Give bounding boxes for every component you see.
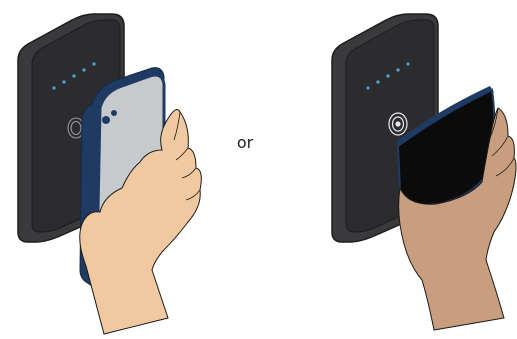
reader-led [82, 68, 86, 72]
card-tap-illustration [318, 0, 517, 339]
or-separator: or [236, 133, 254, 152]
reader-led [406, 62, 410, 66]
reader-led [72, 74, 76, 78]
reader-led [62, 80, 66, 84]
reader-led [52, 86, 56, 90]
camera-icon [111, 110, 117, 116]
card-tap-svg [331, 13, 517, 331]
nfc-icon [388, 112, 408, 136]
finger-line [173, 111, 181, 141]
hand-icon [398, 107, 517, 331]
phone-tap-illustration [0, 0, 230, 339]
reader-led [92, 62, 96, 66]
reader-led [376, 80, 380, 84]
finger-line [489, 107, 499, 139]
reader-led [396, 68, 400, 72]
reader-led-row [52, 62, 96, 90]
finger-line [495, 157, 515, 177]
hand-icon [79, 109, 202, 335]
finger-line [175, 147, 189, 161]
reader-led [366, 86, 370, 90]
camera-icon [102, 116, 110, 124]
finger-line [491, 135, 509, 157]
finger-line [185, 189, 201, 201]
phone-tap-svg [17, 13, 202, 335]
reader-led [386, 74, 390, 78]
reader-led-row [366, 62, 410, 90]
finger-line [181, 167, 197, 179]
